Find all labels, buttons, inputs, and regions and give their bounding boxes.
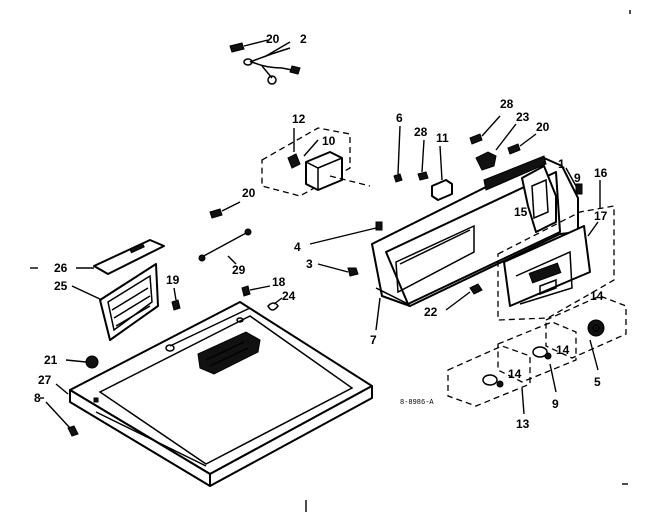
callout-20a: 20	[266, 32, 280, 46]
screw-28-left	[417, 171, 429, 181]
callout-26: 26	[54, 261, 68, 275]
knob-group	[447, 295, 627, 415]
top-panel-right-edge	[209, 385, 373, 487]
wire-harness	[249, 47, 293, 71]
callout-5: 5	[594, 375, 601, 389]
screw-22	[469, 283, 483, 295]
screw-21	[85, 355, 99, 369]
callout-10: 10	[322, 134, 336, 148]
callout-3: 3	[306, 257, 313, 271]
timer-knob-mount	[287, 153, 301, 169]
knob-5	[587, 319, 605, 337]
console-trim-strip	[483, 155, 547, 191]
callout-11: 11	[436, 131, 449, 145]
loose-screws-group	[198, 201, 383, 277]
callout-2: 2	[300, 32, 307, 46]
timer-dashed-bracket	[261, 127, 351, 197]
callout-9a: 9	[574, 171, 581, 185]
switch-panel-dashed-box	[497, 205, 615, 321]
callout-4: 4	[294, 240, 301, 254]
callout-6: 6	[396, 111, 403, 125]
screw-19	[171, 299, 181, 311]
spring-24	[267, 302, 279, 311]
callout-21: 21	[44, 353, 58, 367]
margin-marks	[30, 10, 631, 512]
knob-9	[532, 346, 548, 358]
bracket-23	[475, 151, 497, 171]
callout-18: 18	[272, 275, 286, 289]
console-bottom-edge	[375, 287, 411, 307]
knob-box-13	[447, 345, 531, 407]
callout-28a: 28	[414, 125, 428, 139]
console-end-cap	[521, 165, 557, 233]
knob-box-5	[545, 295, 627, 359]
wire-harness-group	[229, 39, 301, 85]
callout-9b: 9	[552, 397, 559, 411]
callout-13: 13	[516, 417, 530, 431]
console-display-window	[395, 224, 475, 294]
callout-29: 29	[232, 263, 246, 277]
callout-labels: 20 2 12 10 6 28 11 28 23 20 1 9 16 17 15…	[34, 32, 608, 431]
callout-20b: 20	[536, 120, 550, 134]
timer-body	[305, 151, 343, 191]
part-6	[393, 173, 403, 183]
screw-9-top	[375, 221, 383, 231]
screw-8	[67, 425, 79, 437]
drawing-reference-code: 8-8986-A	[400, 399, 434, 407]
callout-16: 16	[594, 166, 608, 180]
callout-22: 22	[424, 305, 438, 319]
lint-screen-frame	[99, 263, 159, 341]
upper-right-parts	[469, 115, 537, 171]
knob-13	[482, 374, 498, 386]
screw-20-top	[229, 42, 245, 53]
switch-11	[431, 179, 453, 201]
screw-20-right	[507, 143, 521, 155]
knob-box-9	[497, 321, 577, 383]
switch-panel	[503, 225, 591, 307]
console-front-face	[385, 171, 561, 305]
callout-20c: 20	[242, 186, 256, 200]
screw-20-mid	[209, 208, 223, 219]
callout-17: 17	[594, 209, 608, 223]
callout-25: 25	[54, 279, 68, 293]
callout-14a: 14	[590, 289, 604, 303]
lint-screen-assembly	[71, 239, 165, 341]
callout-19: 19	[166, 273, 180, 287]
callout-8: 8	[34, 391, 41, 405]
control-console	[371, 155, 579, 331]
top-panel-lid-opening	[98, 315, 354, 465]
callout-1: 1	[558, 157, 565, 171]
switch-panel-assembly	[497, 167, 615, 321]
timer-assembly	[261, 127, 371, 197]
screw-18	[241, 285, 251, 297]
callout-27: 27	[38, 373, 52, 387]
callout-24: 24	[282, 289, 296, 303]
screw-9-switch	[575, 183, 583, 195]
screw-28-right	[469, 133, 483, 145]
callout-23: 23	[516, 110, 530, 124]
callout-14c: 14	[508, 367, 522, 381]
callout-7: 7	[370, 333, 377, 347]
lid-switch-assembly	[197, 331, 261, 375]
callout-28b: 28	[500, 97, 514, 111]
callout-15: 15	[514, 205, 528, 219]
screw-3	[347, 267, 359, 277]
top-panel-screws	[45, 285, 283, 437]
callout-14b: 14	[556, 343, 570, 357]
callout-12: 12	[292, 112, 306, 126]
washer-top-panel	[69, 301, 373, 487]
